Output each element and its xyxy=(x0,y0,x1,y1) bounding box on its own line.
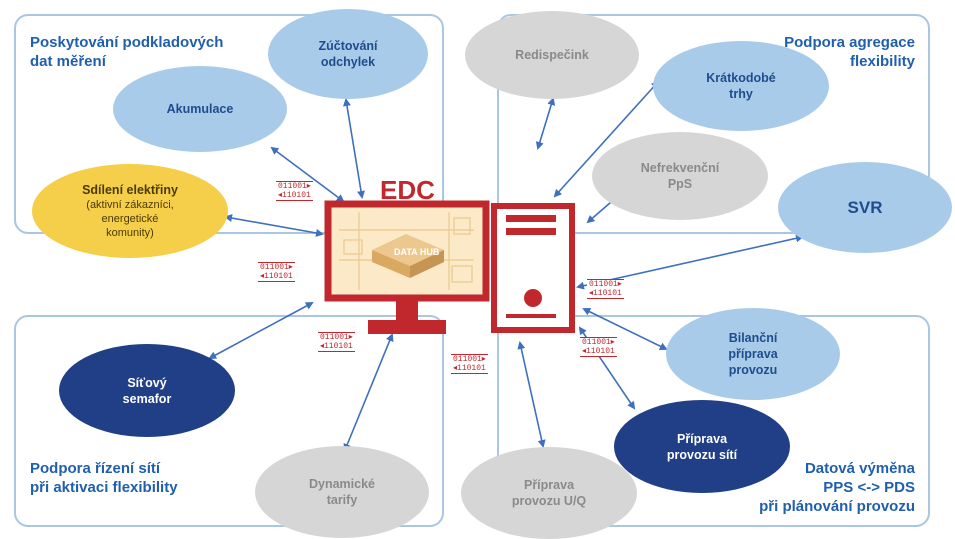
binary-badge-5: 011001▸◂110101 xyxy=(587,279,624,299)
node-nefrekvencni-pps: Nefrekvenční PpS xyxy=(592,132,768,220)
node-sdileni-title: Sdílení elektřiny xyxy=(82,183,178,197)
node-priprava-provozu-siti: Příprava provozu sítí xyxy=(614,400,790,493)
binary-line: 011001▸ xyxy=(260,263,293,272)
arrow-kratkodobe xyxy=(553,80,660,198)
node-redispecink: Redispečink xyxy=(465,11,639,99)
quadrant-title-measurement-data: Poskytování podkladových dat měření xyxy=(30,34,224,70)
arrow-sitovy xyxy=(208,302,314,359)
binary-line: ◂110101 xyxy=(582,347,615,356)
quadrant-title-data-exchange: Datová výměna PPS <-> PDS při plánování … xyxy=(759,460,915,515)
binary-badge-3: 011001▸◂110101 xyxy=(318,332,355,352)
quadrant-top-right xyxy=(497,14,930,234)
binary-line: ◂110101 xyxy=(453,364,486,373)
edc-monitor-icon: DATA HUB xyxy=(324,200,490,334)
node-dynamicke-tarify: Dynamické tarify xyxy=(255,446,429,538)
node-sdileni-elektriny: Sdílení elektřiny (aktivní zákazníci, en… xyxy=(32,164,228,258)
binary-line: 011001▸ xyxy=(278,182,311,191)
binary-line: 011001▸ xyxy=(589,280,622,289)
arrow-priprava-uq xyxy=(517,341,546,448)
binary-badge-2: 011001▸◂110101 xyxy=(258,262,295,282)
arrow-akumulace xyxy=(270,146,345,203)
node-zuctovani-odchylek: Zúčtování odchylek xyxy=(268,9,428,99)
node-sitovy-semafor: Síťový semafor xyxy=(59,344,235,437)
quadrant-title-grid-control: Podpora řízení sítí při aktivaci flexibi… xyxy=(30,460,178,496)
node-bilancni-priprava-provozu: Bilanční příprava provozu xyxy=(666,308,840,400)
data-hub-label: DATA HUB xyxy=(394,247,440,257)
node-priprava-provozu-uq: Příprava provozu U/Q xyxy=(461,447,637,539)
node-kratkodobe-trhy: Krátkodobé trhy xyxy=(653,41,829,131)
edc-title: EDC xyxy=(380,175,435,205)
binary-badge-1: 011001▸◂110101 xyxy=(276,181,313,201)
quadrant-title-flexibility-aggregation: Podpora agregace flexibility xyxy=(784,34,915,70)
binary-line: 011001▸ xyxy=(320,333,353,342)
binary-line: ◂110101 xyxy=(320,342,353,351)
binary-line: ◂110101 xyxy=(260,272,293,281)
arrow-dynamicke xyxy=(343,333,394,452)
binary-badge-6: 011001▸◂110101 xyxy=(580,337,617,357)
server-tower-icon xyxy=(491,203,575,333)
arrow-redispecink xyxy=(535,97,556,150)
binary-badge-4: 011001▸◂110101 xyxy=(451,354,488,374)
data-hub-cube: DATA HUB xyxy=(372,234,444,278)
arrow-sdileni xyxy=(224,214,324,237)
binary-line: ◂110101 xyxy=(278,191,311,200)
node-svr: SVR xyxy=(778,162,952,253)
binary-line: 011001▸ xyxy=(453,355,486,364)
binary-line: ◂110101 xyxy=(589,289,622,298)
binary-line: 011001▸ xyxy=(582,338,615,347)
arrow-svr xyxy=(576,234,804,290)
node-akumulace: Akumulace xyxy=(113,66,287,152)
node-sdileni-subtitle: (aktivní zákazníci, energetické komunity… xyxy=(86,199,174,239)
arrow-zuctovani xyxy=(343,98,365,199)
